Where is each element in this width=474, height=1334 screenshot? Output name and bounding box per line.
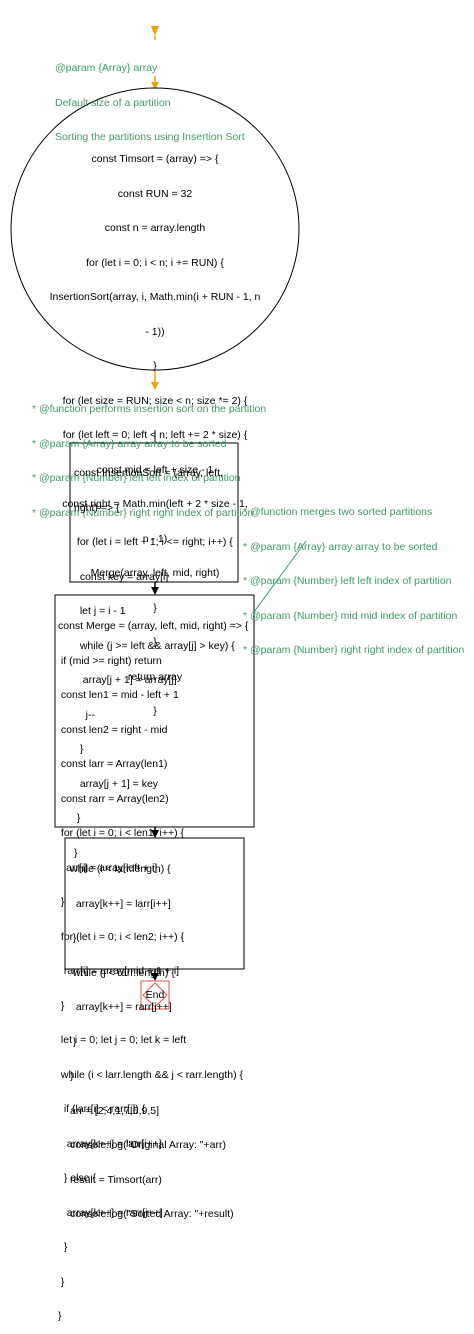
code-line: const len2 = right - mid (58, 723, 168, 736)
comment-line: * @param {Number} right right index of p… (32, 506, 254, 519)
code-line: right) => { (74, 501, 120, 514)
code-line: const mid = left + size - 1 (96, 463, 214, 476)
arrow-merge-to-final (151, 827, 159, 838)
code-line: } (153, 636, 157, 648)
code-line: while (j >= left && array[j] > key) { (74, 639, 235, 652)
start-comment: @param {Array} array Default size of a p… (55, 40, 245, 155)
merge-comment: * @function merges two sorted partitions… (243, 484, 464, 668)
code-line: while (j < rarr.length) { (70, 966, 175, 979)
code-line: j-- (74, 708, 95, 721)
code-line: - 1)) (145, 325, 165, 338)
code-line: array[k++] = rarr[j++] (70, 1001, 172, 1013)
code-line: InsertionSort(array, i, Math.min(i + RUN… (49, 291, 261, 303)
code-line: } (58, 896, 65, 908)
insertion-comment: * @function performs insertion sort on t… (32, 381, 266, 531)
timsort-node: const Timsort = (array) => { const RUN =… (15, 131, 295, 729)
code-line: if (mid >= right) return (58, 654, 162, 667)
code-line: array[j + 1] = key (74, 777, 159, 790)
code-line: } (153, 705, 157, 717)
comment-line: * @param {Array} array array to be sorte… (32, 437, 227, 450)
code-line: n - 1) (142, 532, 168, 545)
code-line: const n = array.length (104, 222, 206, 234)
code-line: const right = Math.min(left + 2 * size -… (62, 498, 248, 510)
code-line: larr[i] = array[left + i] (58, 861, 158, 874)
code-line: let j = i - 1 (74, 605, 126, 617)
code-line: for (let i = left + 1; i <= right; i++) … (74, 536, 233, 548)
comment-line: * @param {Number} right right index of p… (243, 644, 465, 656)
comment-line: @param {Array} array (55, 62, 158, 74)
code-line: array[j + 1] = array[j] (74, 674, 177, 686)
arrow-timsort-to-insertion-comment (151, 370, 159, 390)
code-line: } (74, 846, 78, 859)
comment-line: * @function performs insertion sort on t… (32, 403, 267, 415)
flowchart-canvas (10, 26, 307, 1010)
arrow-comment-to-timsort (151, 76, 159, 90)
code-line: } (58, 999, 65, 1012)
code-line: } (153, 601, 157, 614)
code-line: } (70, 1070, 74, 1082)
code-line: const larr = Array(len1) (58, 758, 168, 770)
code-line: const rarr = Array(len2) (58, 792, 169, 805)
code-line: } (70, 1035, 77, 1048)
code-line: console.log("Original Array: "+arr) (70, 1139, 226, 1151)
final-node-shape (64, 837, 245, 970)
arrow-insertion-to-merge (151, 582, 159, 595)
merge-node-shape (54, 594, 255, 828)
comment-line: * @function merges two sorted partitions (243, 506, 433, 518)
comment-line: Default size of a partition (55, 96, 171, 109)
code-line: const Timsort = (array) => { (91, 153, 219, 165)
code-line: } (70, 932, 77, 944)
code-line: const key = array[i] (74, 570, 169, 583)
code-line: } (153, 360, 157, 372)
code-line: for (let i = 0; i < len2; i++) { (58, 930, 185, 943)
insertion-sort-node: const InsertionSort = (array, left, righ… (74, 445, 235, 871)
code-line: const Merge = (array, left, mid, right) … (58, 620, 249, 632)
code-line: } (58, 1275, 65, 1288)
comment-line: * @param {Array} array array to be sorte… (243, 540, 438, 553)
code-line: for (let i = 0; i < len1; i++) { (58, 827, 185, 839)
code-line: for (let i = 0; i < n; i += RUN) { (86, 256, 224, 269)
final-node: while (i < larr.length) { array[k++] = l… (70, 841, 234, 1232)
code-line: const len1 = mid - left + 1 (58, 689, 179, 701)
code-line: } (58, 1241, 68, 1253)
comment-line: Sorting the partitions using Insertion S… (55, 131, 245, 143)
connector-merge-comment (253, 540, 307, 613)
code-line: } (74, 743, 84, 755)
comment-line: * @param {Number} left left index of par… (243, 575, 452, 587)
start-marker (151, 26, 159, 40)
code-line: } (58, 1310, 62, 1322)
code-line: array[k++] = larr[i++] (70, 897, 171, 910)
comment-line: * @param {Number} mid mid index of parti… (243, 609, 458, 622)
code-line: rarr[i] = array[mid + 1 + i] (58, 965, 180, 977)
code-line: } (74, 812, 81, 824)
code-line: Merge(array, left, mid, right) (90, 567, 220, 579)
code-line: const RUN = 32 (117, 187, 193, 200)
code-line: return array (127, 670, 183, 683)
code-line: arr = [2,4,1,7,6,9,5] (70, 1104, 160, 1117)
insertion-sort-node-shape (69, 442, 239, 583)
end-node-shape (140, 980, 170, 1010)
code-line: const InsertionSort = (array, left, (74, 467, 223, 479)
code-line: while (i < larr.length) { (70, 863, 171, 875)
code-line: for (let left = 0; left < n; left += 2 *… (62, 429, 248, 441)
code-line: console.log("Sorted Array: "+result) (70, 1208, 234, 1220)
arrow-final-to-end (151, 969, 159, 981)
code-line: result = Timsort(arr) (70, 1173, 162, 1186)
comment-line: * @param {Number} left left index of par… (32, 472, 241, 484)
end-node: End (145, 989, 165, 1001)
code-line: for (let size = RUN; size < n; size *= 2… (62, 394, 248, 407)
